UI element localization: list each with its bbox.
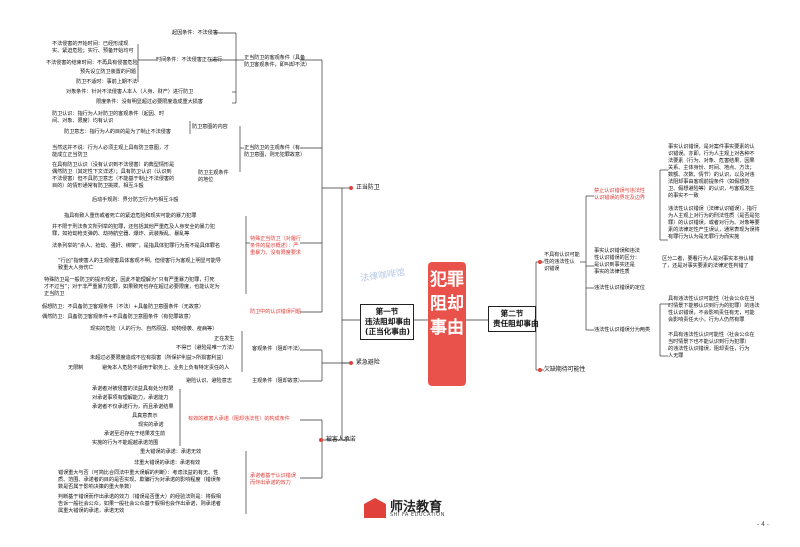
special-label: 特殊正当防卫（对履行 条件的提示概述）：严 重暴力、没有限度要求: [250, 236, 301, 256]
necessity-subj-label: 主观条件（阻却故意）: [252, 378, 303, 384]
time-start: 不法侵害的开始时间：已经形成现 实、紧迫危险；实行、预备开始均可: [52, 41, 134, 54]
special-p2: 并不限于刑法条文所列举的犯罪，还包括其他严重危及人身安全的暴力犯 罪，如抢劫枪支…: [52, 224, 215, 237]
kinds-k2: 违法性认识错误（法律认识错误），指行 为人主观上对行为的刑法性质（是否是犯 罪）…: [668, 206, 760, 240]
mutual-text: 后动手规则：界分防卫行为与相互斗殴: [92, 197, 179, 203]
special-p3: 法条列举的“杀人、抢劫、强奸、绑架”，是指具体犯罪行为而不是具体罪名: [52, 243, 220, 249]
brand-sub: SHI FA EDUCATION: [390, 512, 445, 518]
no-intent-label: 防卫主观条件 的地位: [198, 170, 229, 183]
consent-m1: 重大错误的承诺：承诺无效: [140, 449, 202, 455]
mistake-label: 防卫中的认识错误问题: [250, 309, 301, 315]
necessity-limit: 未超过必要限度造成不应有损害（所保护利益>所损害利益）: [90, 355, 227, 361]
mistake-p1: 假想防卫：不具备防卫客观条件（不法）+具备防卫意图条件（无故意）: [42, 304, 204, 310]
doubt-text: 当然这并不说：行为人必须主观上具有防卫意图，才 能成立正当防卫: [52, 145, 170, 158]
consent-v4: 具真意表示: [132, 413, 158, 419]
subjective-label: 正当防卫的主观条件（有 防卫意图，则无犯罪故意）: [244, 145, 306, 158]
objective-label: 正当防卫的客观条件（具备 防卫客观条件，即叫却不法）: [244, 55, 311, 68]
time-end: 不法侵害的结束时间：不再具有侵害危险: [46, 60, 138, 66]
effect-e1: 具有违法性认识可能性（社会公众在当 时情景下能够认识到行为的犯罪）的违法 性认识…: [668, 296, 760, 323]
special-p4: “行凶”指使害人的主观侵害具体客观不明，但侵害行为客观上明显可能导 致重大人身伤…: [58, 258, 221, 271]
effect-e2: 不具有违法性认识可能性（社会公众在 当时情景下也不能认识到行为犯罪） 的违法性认…: [668, 332, 755, 359]
object-text: 对象条件：针对不法侵害人本人（人身、财产）进行防卫: [66, 89, 194, 95]
brand-logo-icon: [364, 498, 386, 518]
consent-label: 被害人承诺: [326, 436, 356, 443]
pos-label: 违法性认识错误的定位: [594, 285, 645, 291]
origin-text: 起因条件：不法侵害: [172, 30, 218, 36]
limit-text: 限度条件：没有明显超过必要限度造成重大损害: [96, 99, 203, 105]
no-knowledge-label: 不具有认识可能 性的违法性认 识错误: [544, 252, 580, 272]
defense-dot-icon: [349, 186, 353, 190]
necessity-subj: 避险认识、避险意志: [186, 378, 232, 384]
consent-v2: 对承诺事项有理解能力，承诺能力: [92, 395, 169, 401]
necessity-danger: 现实的危险（人的行为、自然原因、动物侵袭、疫病等）: [90, 326, 218, 332]
accidental-text: 在具有防卫认识（没有认识到不法侵害）的典型情形是 偶然防卫（其定性下文详述）；具…: [52, 162, 175, 189]
consent-valid-label: 有效的被害人承诺（阻却违法性）的构成条件: [188, 416, 290, 422]
err-label: 事实认识错误和违法 性认识错误的区分： 是认识到事实还是 事实的法律性质: [594, 248, 640, 275]
special-p5: 特殊防卫是一般防卫的提示规定，因此不能理解为“只有严重暴力犯罪，打死 才不过当”…: [44, 277, 220, 297]
brand-name: 师法教育: [390, 500, 443, 515]
consent-v7: 实施的行为不能超越承诺范围: [92, 440, 159, 446]
time-label: 时间条件：不法侵害正在进行: [156, 57, 223, 63]
no-expect-label: 欠缺期待可能性: [544, 366, 586, 373]
err-detail: 区分二者，要看行为人是对事实本身认错 了，还是对事实要素的法律定性判错了: [662, 256, 754, 269]
section-1-box: 第一节 违法阻却事由 (正当化事由): [360, 304, 414, 340]
center-title: 犯罪阻却事由: [428, 262, 466, 386]
time-late: 防卫不适时：事前上期不法: [76, 79, 138, 85]
content-label: 防卫意图的内容: [192, 124, 228, 130]
special-p1: 指具有致人重伤或者死亡的紧迫危险和现实可能的暴力犯罪: [64, 213, 197, 219]
consent-v1: 承诺者对被侵害的法益具有处分权限: [92, 386, 174, 392]
consent-v5: 现实的承诺: [138, 422, 164, 428]
consent-m3: 错误重大与否（可简比合同法中重大误解的判断）：考虑法益的有无、性 质、范围、承诺…: [58, 470, 221, 490]
necessity-obj-label: 客观条件（阻却不法）: [252, 346, 303, 352]
no-knowledge-dot-icon: [538, 260, 542, 264]
brand-logo: 师法教育 SHI FA EDUCATION: [364, 496, 480, 522]
necessity-now: 正在发生: [214, 336, 235, 342]
no-expect-dot-icon: [538, 368, 542, 372]
defense-label: 正当防卫: [356, 184, 380, 191]
mistake-p2: 偶然防卫：具备防卫客观条件+不具备防卫意图条件（有犯罪故意）: [42, 314, 194, 320]
kinds-k1: 事实认识错误，是对案件事实要素的认 识错误。亦即，行为人主观上对各种不 法要素（…: [668, 144, 755, 199]
necessity-last: 不得已（避险是唯一方法）: [176, 345, 238, 351]
time-pre: 预先设立防卫装置的问题: [80, 69, 136, 75]
necessity-self: 无限制: [68, 365, 84, 371]
consent-m2: 非重大错误的承诺：承诺有效: [134, 460, 201, 466]
consent-dot-icon: [319, 438, 323, 442]
necessity-self-detail: 避免本人危险不适用于职务上、业务上负有特定责任的人: [102, 365, 230, 371]
consent-v6: 承诺至迟存在于结果发生前: [104, 431, 166, 437]
will-text: 防卫意志：指行为人的目的是为了制止不法侵害: [64, 129, 171, 135]
consent-v3: 承诺者不仅承诺行为，而且承诺结果: [92, 404, 174, 410]
consent-mistake-label: 承诺者基于认识错误 而作出承诺的效力: [250, 473, 296, 486]
effect-label: 违法性认识错误分为两类: [594, 327, 650, 333]
section-2-box: 第二节 责任阻却事由: [488, 306, 539, 332]
consent-m4: 判断基于错误而作出承诺的效力（错误是否重大）的经验法则是：将假相 告诉一般社会公…: [58, 494, 221, 514]
page-number: - 4 -: [757, 521, 769, 528]
necessity-dot-icon: [349, 361, 353, 365]
necessity-label: 紧急避险: [356, 359, 380, 366]
kinds-label: 禁止认识错误与违法性 认识错误的界定及边界: [594, 188, 645, 201]
recog-text: 防卫认识：指行为人对防卫的客观条件（起因、时 间、对象、限度）均有认识: [52, 111, 164, 124]
